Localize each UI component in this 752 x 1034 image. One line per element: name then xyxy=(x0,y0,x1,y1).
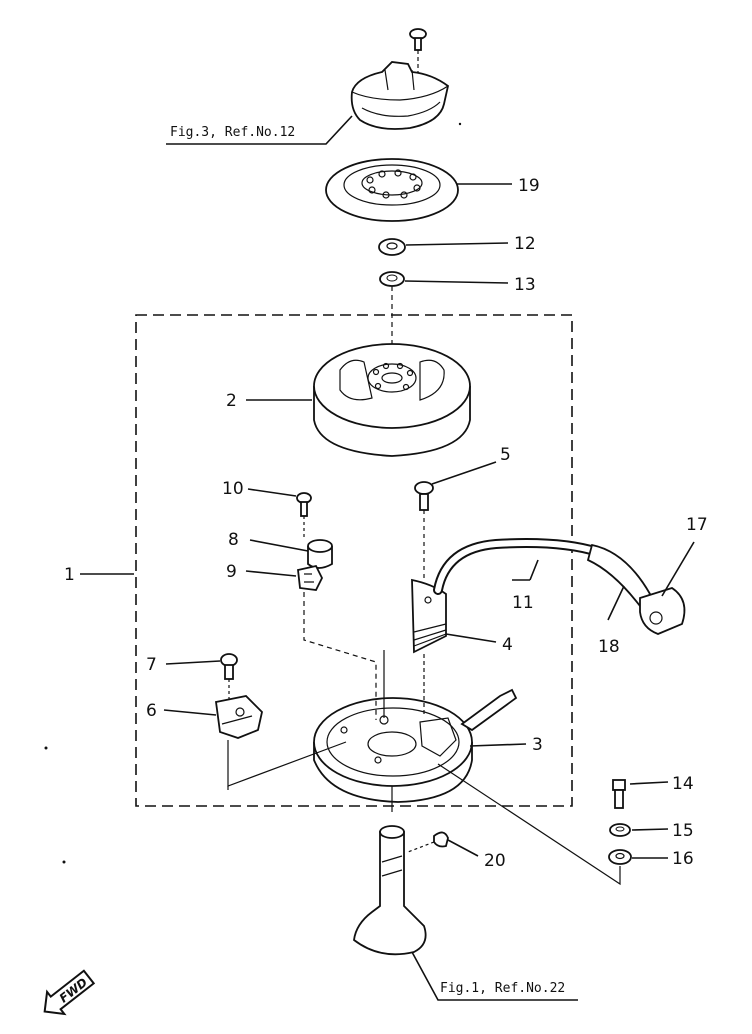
part-3-base-plate xyxy=(313,650,518,812)
label-9: 9 xyxy=(226,562,237,582)
part-18-plug-cap xyxy=(586,543,686,635)
label-1: 1 xyxy=(64,565,75,585)
label-6: 6 xyxy=(146,701,157,721)
part-10-screw xyxy=(296,492,312,538)
part-12-nut xyxy=(378,238,406,256)
part-19-plate xyxy=(325,158,459,222)
label-20: 20 xyxy=(484,851,506,871)
ref-fig3: Fig.3, Ref.No.12 xyxy=(170,125,295,140)
part-2-flywheel xyxy=(313,343,471,457)
crankshaft xyxy=(353,825,427,956)
part-8-cylinder xyxy=(307,539,333,569)
ref-fig1: Fig.1, Ref.No.22 xyxy=(440,981,565,996)
label-10: 10 xyxy=(222,479,244,499)
label-12: 12 xyxy=(514,234,536,254)
label-5: 5 xyxy=(500,445,511,465)
label-17: 17 xyxy=(686,515,708,535)
part-7-screw xyxy=(220,653,238,700)
part-6-breaker xyxy=(214,695,263,739)
part-13-washer xyxy=(379,271,405,287)
label-14: 14 xyxy=(672,774,694,794)
starter-cup xyxy=(350,61,450,130)
label-18: 18 xyxy=(598,637,620,657)
label-19: 19 xyxy=(518,176,540,196)
part-20-key xyxy=(407,831,449,853)
label-15: 15 xyxy=(672,821,694,841)
part-14-bolt xyxy=(612,779,626,809)
part-11-wire xyxy=(433,538,603,595)
part-15-washer xyxy=(609,823,631,837)
part-16-washer xyxy=(608,849,632,865)
assembly-box xyxy=(135,314,573,807)
label-11: 11 xyxy=(512,593,534,613)
label-7: 7 xyxy=(146,655,157,675)
part-5-screw xyxy=(414,481,434,580)
label-3: 3 xyxy=(532,735,543,755)
label-2: 2 xyxy=(226,391,237,411)
label-13: 13 xyxy=(514,275,536,295)
label-16: 16 xyxy=(672,849,694,869)
label-8: 8 xyxy=(228,530,239,550)
label-4: 4 xyxy=(502,635,513,655)
part-9-clip xyxy=(297,564,324,591)
fwd-arrow-icon: FWD xyxy=(43,969,96,1016)
